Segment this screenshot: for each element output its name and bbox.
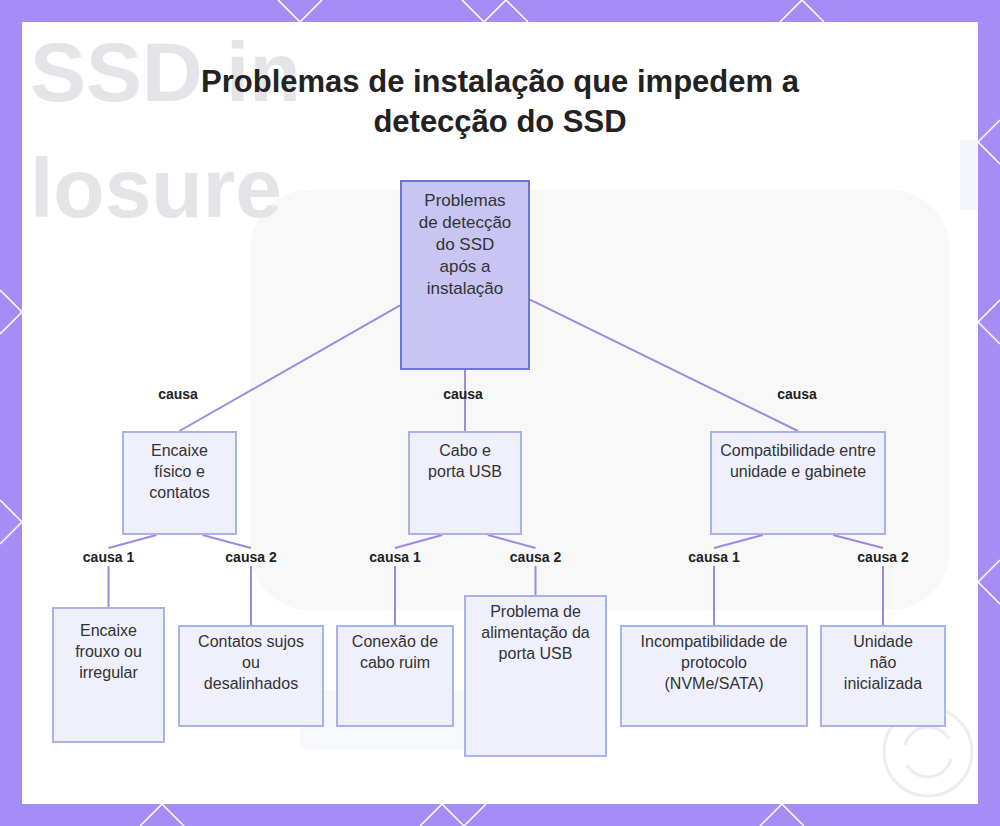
background-text: losure (30, 140, 282, 237)
edge-label: causa (443, 386, 483, 402)
border-line (0, 290, 22, 334)
node-label: Problema de alimentação da porta USB (480, 602, 591, 664)
node-label: Incompatibilidade de protocolo (NVMe/SAT… (632, 632, 796, 694)
cause-box: Conexão de cabo ruim (336, 625, 454, 727)
node-label: Problemas de detecção do SSD após a inst… (418, 190, 512, 300)
root-box: Problemas de detecção do SSD após a inst… (400, 180, 530, 370)
connector-line (203, 535, 252, 625)
edge-label: causa 1 (83, 549, 134, 565)
border-line (978, 560, 1000, 604)
border-line (278, 0, 322, 22)
edge-label: causa 1 (369, 549, 420, 565)
border-line (978, 120, 1000, 164)
logo-arrows (905, 727, 951, 777)
diagram-title: Problemas de instalação que impedem a de… (200, 62, 800, 142)
cause-box: Incompatibilidade de protocolo (NVMe/SAT… (620, 625, 808, 727)
border-line (0, 500, 22, 544)
node-label: Compatibilidade entre unidade e gabinete (718, 441, 878, 483)
cause-box: Cabo e porta USB (408, 431, 522, 535)
white-panel (22, 22, 978, 804)
cause-box: Unidade não inicializada (820, 625, 946, 727)
connector-line (109, 535, 157, 607)
border-line (780, 0, 824, 22)
cause-box: Problema de alimentação da porta USB (464, 595, 607, 757)
border-line (760, 804, 804, 826)
node-label: Contatos sujos ou desalinhados (198, 632, 304, 694)
edge-label: causa (158, 386, 198, 402)
connector-line (488, 535, 536, 595)
border-line (420, 804, 486, 826)
cause-box: Contatos sujos ou desalinhados (178, 625, 324, 727)
edge-label: causa 2 (510, 549, 561, 565)
node-label: Conexão de cabo ruim (350, 632, 440, 674)
connector-line (833, 535, 883, 625)
cause-box: Encaixe físico e contatos (122, 431, 237, 535)
connector-line (395, 535, 442, 625)
node-label: Cabo e porta USB (422, 441, 508, 483)
node-label: Encaixe frouxo ou irregular (62, 621, 155, 683)
cause-box: Encaixe frouxo ou irregular (52, 607, 165, 743)
connector-line (530, 300, 798, 431)
border-line (978, 300, 1000, 344)
side-shape (960, 140, 978, 210)
edge-label: causa 1 (688, 549, 739, 565)
connector-line (714, 535, 763, 625)
edge-label: causa (777, 386, 817, 402)
cause-box: Compatibilidade entre unidade e gabinete (710, 431, 886, 535)
node-label: Encaixe físico e contatos (134, 441, 225, 503)
edge-label: causa 2 (225, 549, 276, 565)
node-label: Unidade não inicializada (840, 632, 926, 694)
border-line (140, 804, 184, 826)
enclosure-shape (250, 190, 950, 610)
background-photo (250, 140, 978, 750)
border-line (462, 0, 528, 22)
connector-line (180, 305, 401, 431)
edge-label: causa 2 (857, 549, 908, 565)
